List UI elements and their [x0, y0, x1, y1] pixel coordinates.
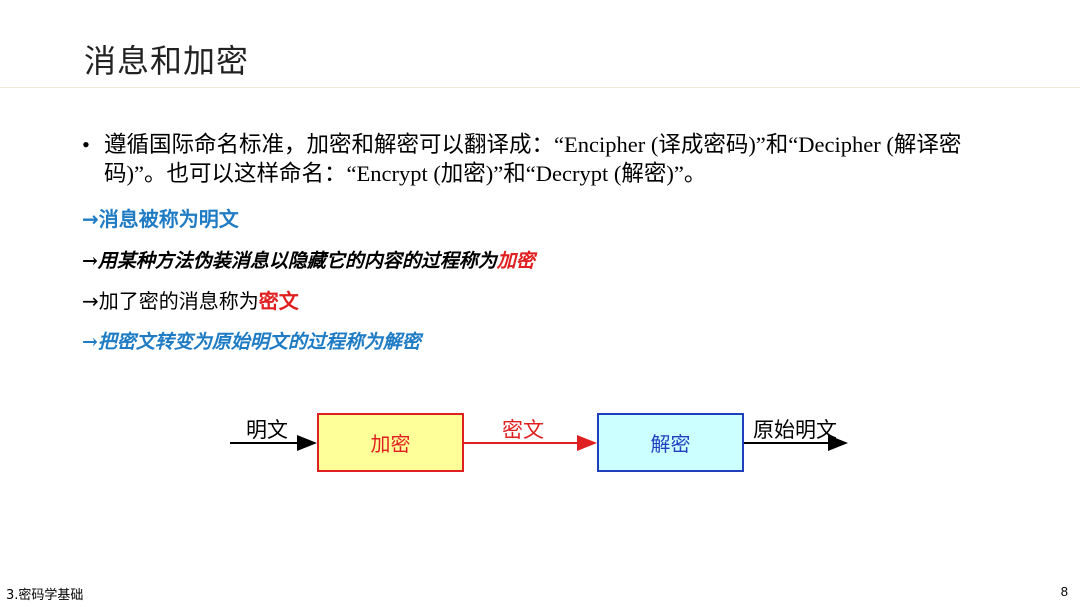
- bullet-dot-icon: •: [82, 132, 90, 157]
- encryption-definition-text: →用某种方法伪装消息以隐藏它的内容的过程称为: [82, 250, 497, 272]
- line-ciphertext-definition: →加了密的消息称为密文: [82, 285, 299, 314]
- decrypt-box: 解密: [597, 413, 744, 472]
- ciphertext-definition-text: →加了密的消息称为: [82, 289, 259, 313]
- encrypt-box: 加密: [317, 413, 464, 472]
- title-divider: [0, 87, 1080, 88]
- slide-title: 消息和加密: [84, 42, 250, 80]
- page-number: 8: [1060, 584, 1068, 599]
- ciphertext-term: 密文: [258, 289, 299, 313]
- line-plaintext-definition: →消息被称为明文: [82, 207, 239, 231]
- diagram-ciphertext-label: 密文: [502, 418, 544, 442]
- encryption-term: 加密: [496, 250, 535, 272]
- bullet-paragraph: • 遵循国际命名标准，加密和解密可以翻译成：“Encipher (译成密码)”和…: [82, 130, 1022, 188]
- line-encryption-definition: →用某种方法伪装消息以隐藏它的内容的过程称为加密: [82, 246, 535, 273]
- line-decryption-definition: →把密文转变为原始明文的过程称为解密: [82, 331, 421, 353]
- footer-section-label: 3.密码学基础: [6, 588, 84, 603]
- bullet-text: 遵循国际命名标准，加密和解密可以翻译成：“Encipher (译成密码)”和“D…: [104, 132, 962, 186]
- diagram-input-label: 明文: [246, 418, 288, 442]
- diagram-output-label: 原始明文: [753, 418, 837, 442]
